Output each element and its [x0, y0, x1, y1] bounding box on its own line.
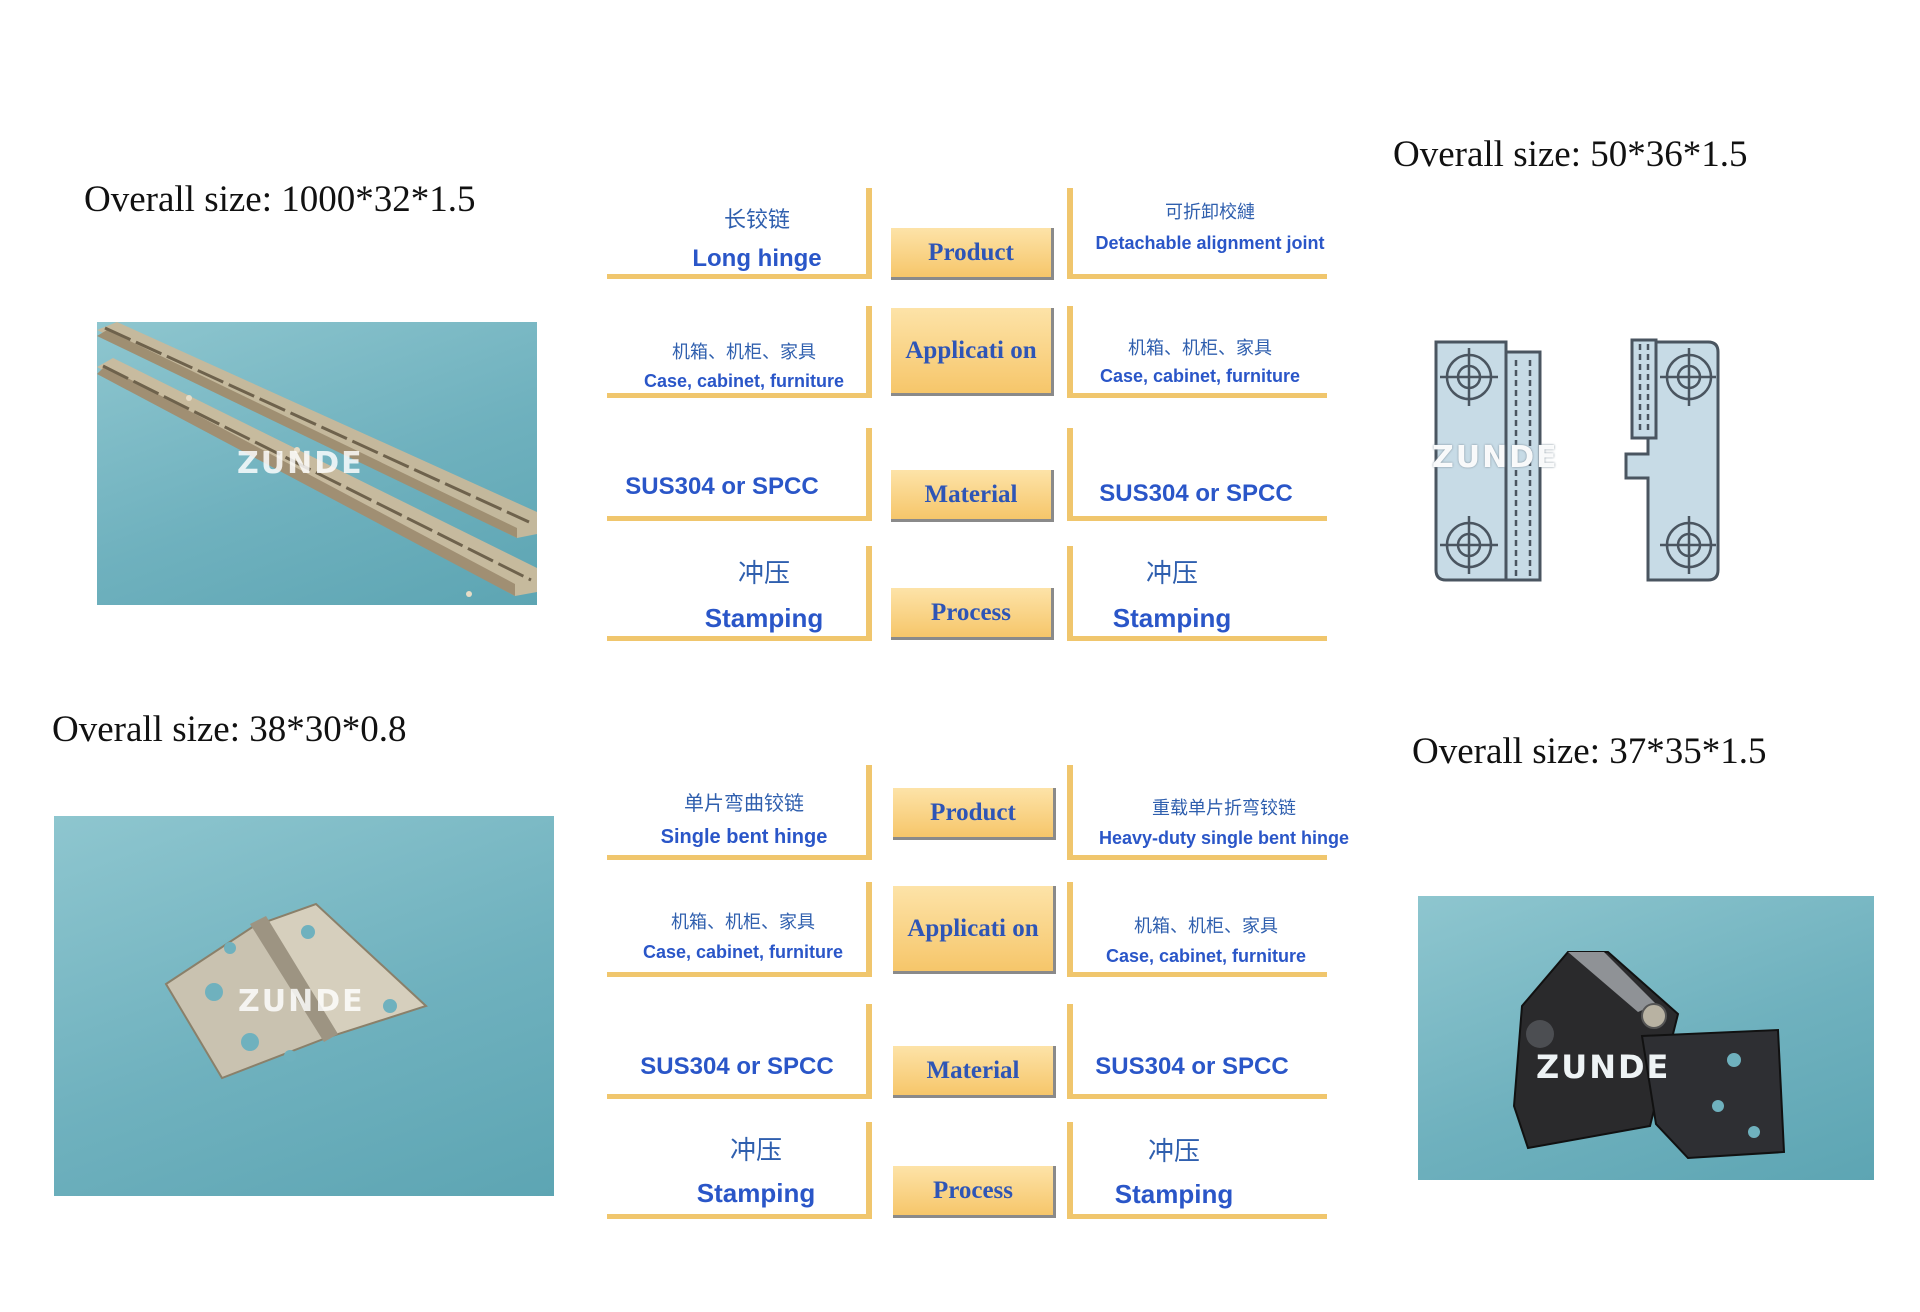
top-left-application-zh: 机箱、机柜、家具: [672, 342, 816, 363]
divider: [1067, 516, 1327, 521]
divider: [1067, 765, 1073, 860]
heavy-duty-hinge-illustration: [1512, 951, 1786, 1160]
top-right-material-en: SUS304 or SPCC: [1099, 480, 1293, 507]
detachable-joint-drawing: ZUNDE: [1396, 330, 1782, 592]
overall-size-long-hinge: Overall size: 1000*32*1.5: [84, 179, 476, 220]
label-material: Material: [891, 470, 1054, 522]
label-product: Product: [893, 788, 1056, 840]
overall-size-single-bent-hinge: Overall size: 38*30*0.8: [52, 709, 407, 750]
single-bent-hinge-photo: ZUNDE: [54, 816, 554, 1196]
top-left-product-en: Long hinge: [692, 245, 822, 272]
label-application: Applicati on: [893, 886, 1056, 974]
overall-size-detachable-joint: Overall size: 50*36*1.5: [1393, 134, 1748, 175]
bottom-left-material-en: SUS304 or SPCC: [640, 1053, 834, 1080]
divider: [866, 428, 872, 520]
overall-size-heavy-duty-hinge: Overall size: 37*35*1.5: [1412, 731, 1767, 772]
top-right-product-zh: 可折卸校縺: [1165, 202, 1255, 223]
top-right-product-en: Detachable alignment joint: [1095, 233, 1325, 253]
label-process: Process: [891, 588, 1054, 640]
divider: [1067, 1122, 1073, 1218]
top-right-application-zh: 机箱、机柜、家具: [1128, 338, 1272, 359]
bottom-left-process-en: Stamping: [696, 1178, 816, 1208]
divider: [1067, 855, 1327, 860]
bottom-left-application-zh: 机箱、机柜、家具: [671, 912, 815, 933]
top-right-process-en: Stamping: [1112, 603, 1232, 633]
divider: [1067, 428, 1073, 520]
label-application: Applicati on: [891, 308, 1054, 396]
zunde-watermark: ZUNDE: [1536, 1048, 1671, 1086]
bottom-left-application-en: Case, cabinet, furniture: [642, 942, 844, 962]
long-hinge-photo: ZUNDE: [97, 322, 537, 605]
divider: [866, 546, 872, 640]
divider: [1067, 546, 1073, 640]
divider: [1067, 306, 1073, 396]
bottom-right-product-zh: 重载单片折弯铰链: [1152, 798, 1296, 819]
divider: [866, 188, 872, 278]
label-process: Process: [893, 1166, 1056, 1218]
divider: [1067, 274, 1327, 279]
divider: [607, 972, 872, 977]
divider: [866, 765, 872, 860]
label-material: Material: [893, 1046, 1056, 1098]
divider: [1067, 1094, 1327, 1099]
divider: [1067, 882, 1073, 976]
divider: [607, 1094, 872, 1099]
divider: [607, 516, 872, 521]
divider: [866, 882, 872, 976]
bottom-right-application-zh: 机箱、机柜、家具: [1134, 916, 1278, 937]
bottom-right-process-zh: 冲压: [1147, 1137, 1200, 1167]
divider: [866, 306, 872, 396]
divider: [607, 636, 872, 641]
top-right-process-zh: 冲压: [1145, 559, 1198, 589]
zunde-watermark: ZUNDE: [238, 984, 365, 1019]
single-bent-hinge-illustration: [164, 902, 428, 1080]
divider: [607, 274, 872, 279]
divider: [1067, 636, 1327, 641]
divider: [866, 1122, 872, 1218]
bottom-left-product-zh: 单片弯曲铰链: [684, 791, 804, 815]
heavy-duty-hinge-photo: ZUNDE: [1418, 896, 1874, 1180]
bottom-right-process-en: Stamping: [1114, 1179, 1234, 1209]
bottom-right-product-en: Heavy-duty single bent hinge: [1098, 828, 1350, 848]
bottom-right-application-en: Case, cabinet, furniture: [1105, 946, 1307, 966]
divider: [1067, 972, 1327, 977]
divider: [866, 1004, 872, 1098]
top-left-process-en: Stamping: [704, 603, 824, 633]
divider: [1067, 393, 1327, 398]
bottom-left-process-zh: 冲压: [729, 1136, 782, 1166]
zunde-watermark-drawing: ZUNDE: [1432, 440, 1559, 475]
divider: [607, 393, 872, 398]
bottom-left-product-en: Single bent hinge: [660, 826, 828, 848]
top-left-product-zh: 长铰链: [723, 208, 790, 233]
divider: [1067, 1004, 1073, 1098]
divider: [607, 1214, 872, 1219]
divider: [1067, 188, 1073, 278]
top-left-application-en: Case, cabinet, furniture: [643, 371, 845, 391]
divider: [1067, 1214, 1327, 1219]
top-left-process-zh: 冲压: [737, 559, 790, 589]
detachable-joint-illustration: [1434, 338, 1720, 582]
top-left-material-en: SUS304 or SPCC: [625, 473, 819, 500]
divider: [607, 855, 872, 860]
long-hinge-illustration: [97, 322, 537, 597]
zunde-watermark: ZUNDE: [237, 446, 364, 481]
top-right-application-en: Case, cabinet, furniture: [1099, 366, 1301, 386]
label-product: Product: [891, 228, 1054, 280]
bottom-right-material-en: SUS304 or SPCC: [1095, 1053, 1289, 1080]
